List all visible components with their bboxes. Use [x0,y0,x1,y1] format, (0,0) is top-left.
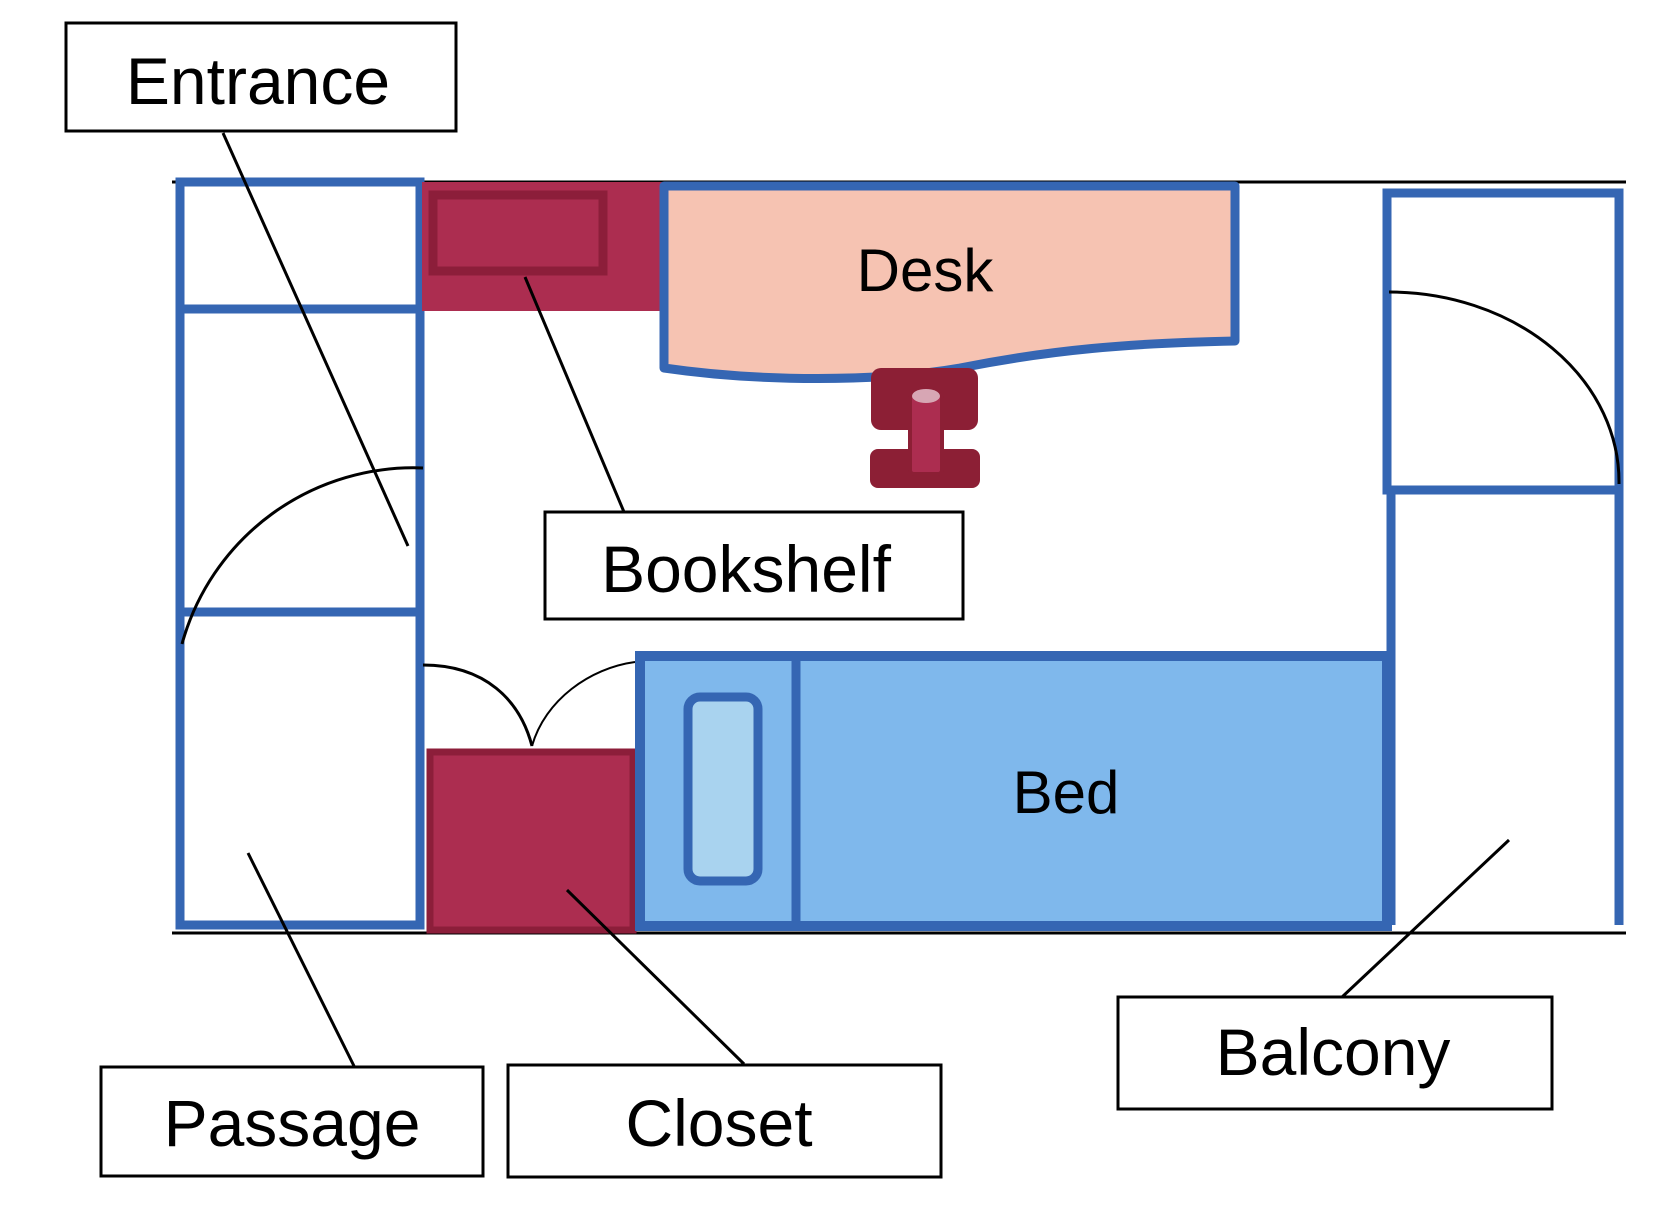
passage-callout: Passage [99,1065,485,1178]
bookshelf-callout: Bookshelf [543,510,965,621]
balcony-door-arc [1388,290,1621,485]
bookshelf-label: Bookshelf [601,532,892,606]
bookshelf-leader [523,276,626,513]
desk-chair [870,368,980,488]
closet-door-arc-left [422,663,534,747]
passage-label: Passage [164,1086,421,1160]
balcony-callout: Balcony [1116,995,1554,1111]
bed-pillow [683,692,763,886]
passage-leader [246,852,356,1067]
closet-label: Closet [625,1086,812,1160]
balcony-label: Balcony [1216,1015,1451,1089]
desk-label: Desk [857,237,995,304]
entrance-leader [221,132,410,547]
entrance-door-arc [180,466,424,645]
balcony-area [1382,188,1624,925]
entrance-callout: Entrance [64,21,458,133]
balcony-leader [1339,838,1511,1000]
closet [426,748,637,934]
entrance-label: Entrance [126,44,390,118]
bed [635,651,1392,931]
closet-callout: Closet [506,1063,943,1179]
leader-lines [221,132,1511,1067]
bed-label: Bed [1013,759,1120,826]
passage-area [175,177,425,930]
bookshelf [422,182,664,311]
closet-leader [565,888,746,1066]
closet-door-arc-right [531,661,636,747]
